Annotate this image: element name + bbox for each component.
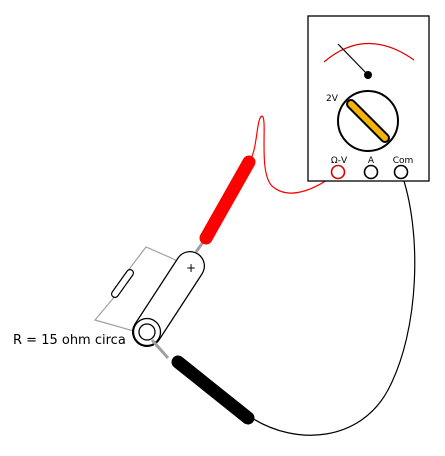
needle-pivot [364, 71, 372, 79]
battery-positive-sign: + [186, 261, 196, 275]
black-probe-tip [150, 339, 170, 359]
selector-knob [348, 101, 388, 141]
jack-common[interactable] [393, 164, 409, 180]
range-selector-dial[interactable] [337, 90, 399, 152]
jack-label-amp: A [368, 156, 375, 166]
jack-label-common: Com [393, 156, 414, 166]
resistance-note: R = 15 ohm circa [13, 333, 126, 348]
battery-negative-terminal [138, 323, 156, 341]
battery: + [132, 251, 205, 347]
jack-amp[interactable] [363, 164, 379, 180]
red-probe-handle [199, 155, 256, 245]
range-label: 2V [326, 94, 339, 104]
jack-ohm-volt[interactable] [330, 164, 346, 180]
black-lead-wire [251, 171, 416, 436]
multimeter: 2V Ω-V A Com [307, 15, 430, 182]
red-probe [194, 155, 256, 253]
resistor-body [112, 270, 133, 297]
meter-scale-arc [323, 42, 415, 63]
red-lead-wire [248, 115, 339, 194]
black-probe-handle [171, 355, 255, 425]
black-probe [150, 339, 255, 425]
meter-needle [337, 43, 369, 76]
jack-label-ohm-volt: Ω-V [331, 156, 348, 166]
